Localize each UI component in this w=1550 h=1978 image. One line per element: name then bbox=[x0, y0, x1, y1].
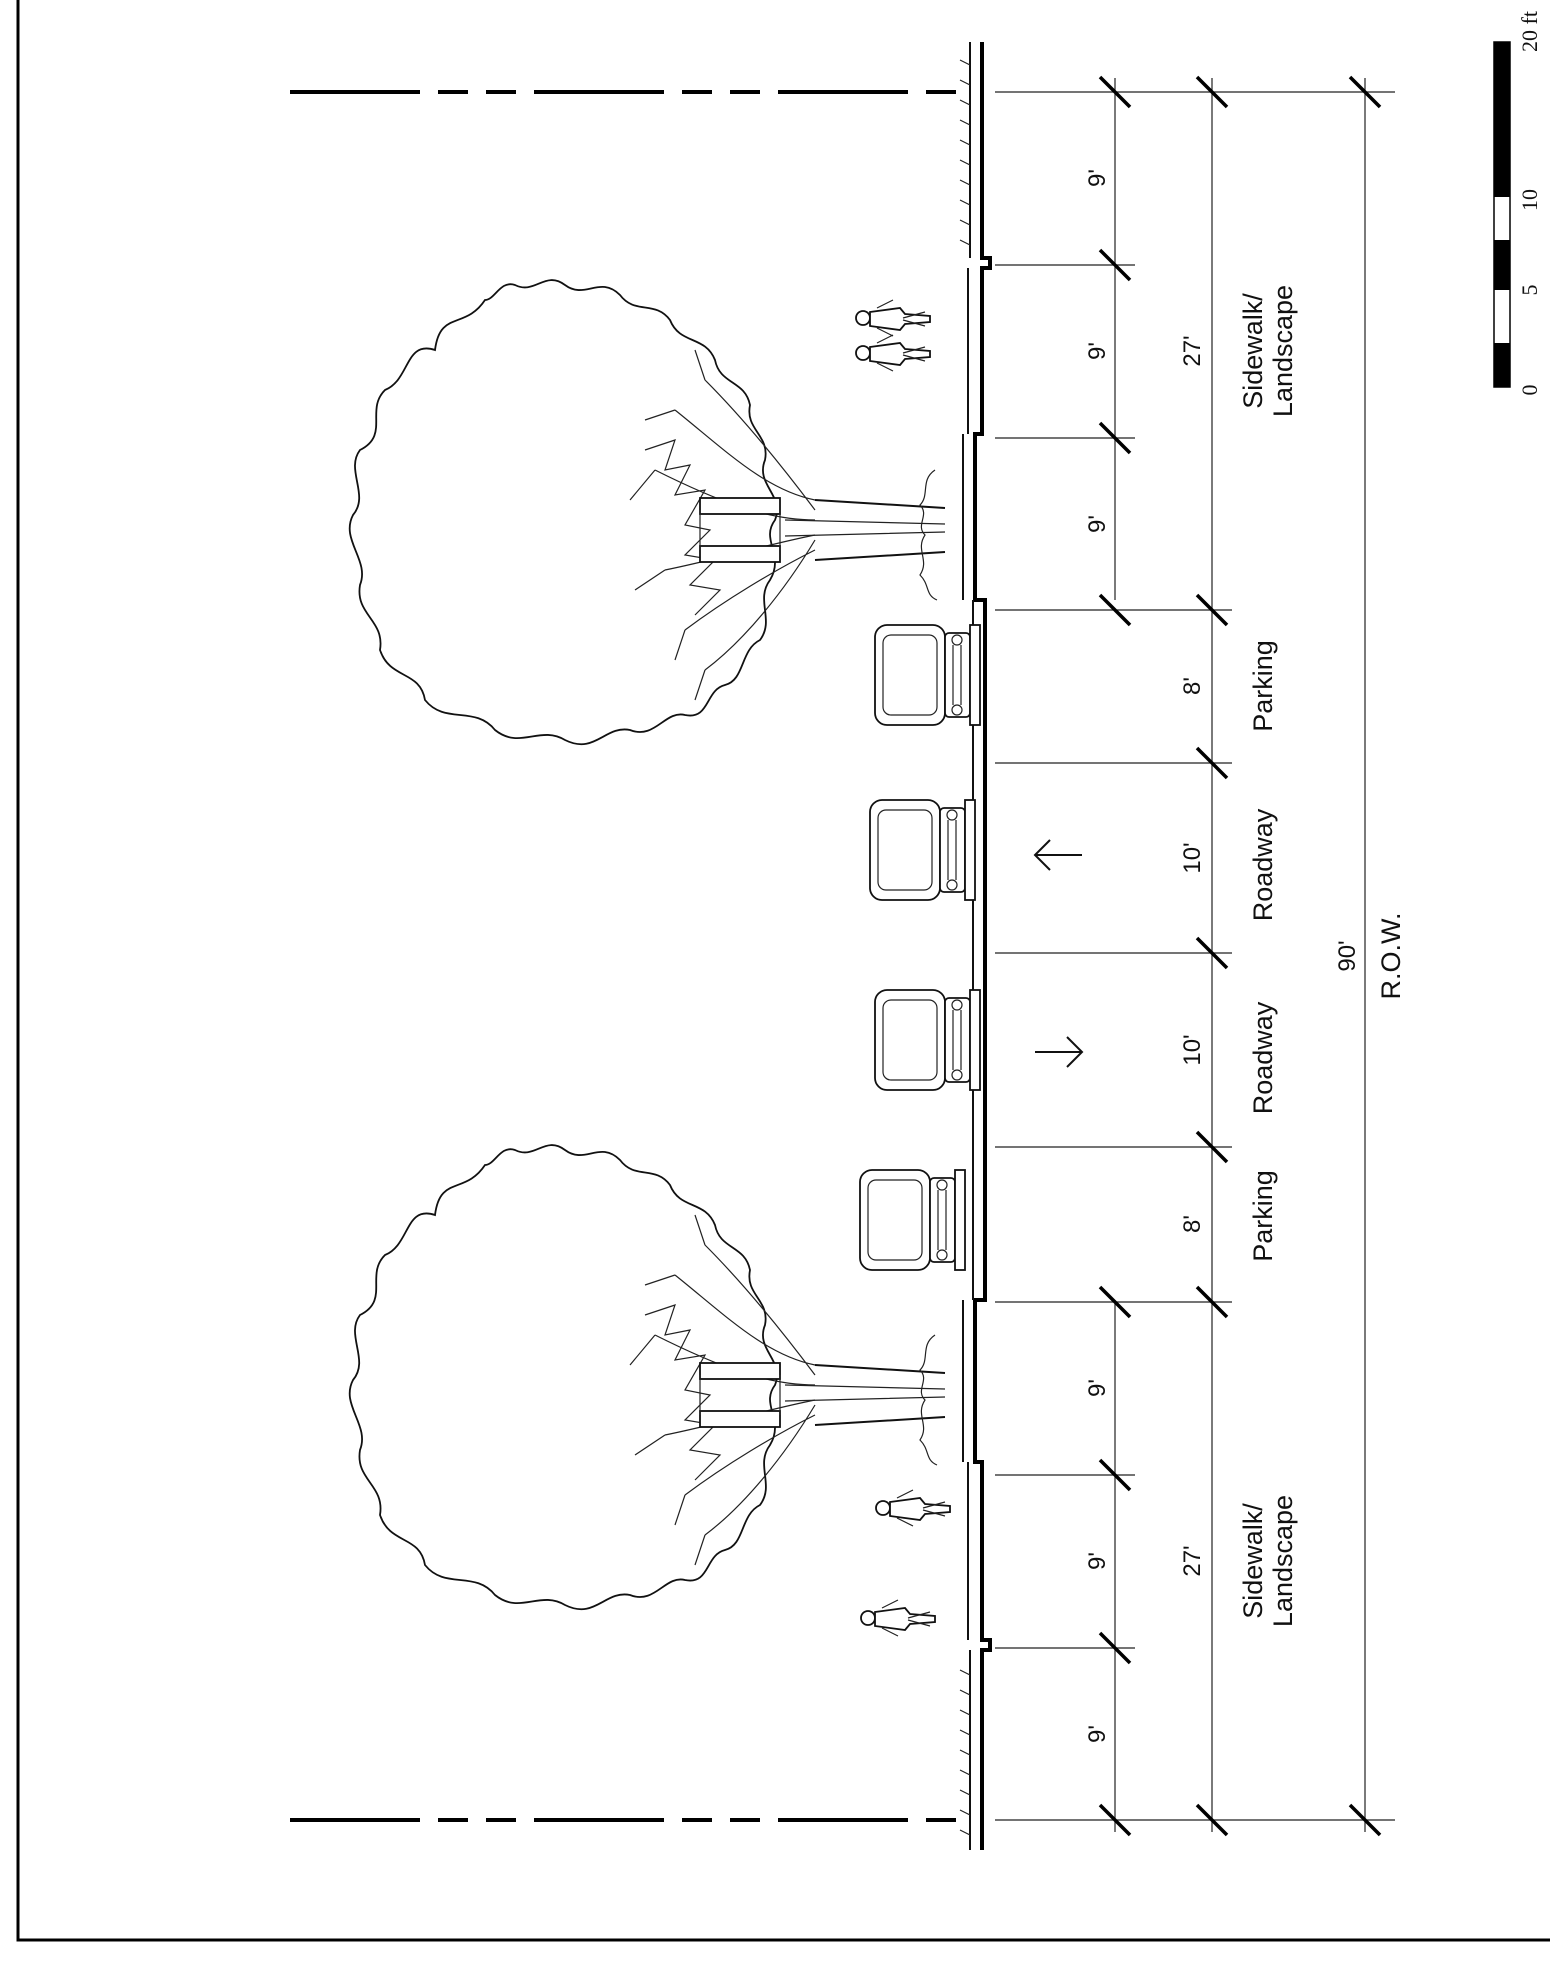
dim-sidewalk-top: 27' bbox=[1179, 335, 1206, 366]
scale-tick-5: 5 bbox=[1517, 285, 1542, 296]
label-roadway-bottom: Roadway bbox=[1248, 1001, 1278, 1114]
dim-roadway-bottom: 10' bbox=[1179, 1034, 1206, 1065]
scale-tick-0: 0 bbox=[1517, 385, 1542, 396]
dim-parking-top: 8' bbox=[1179, 677, 1206, 695]
tree-bottom bbox=[348, 1144, 946, 1611]
pedestrian-3 bbox=[875, 1489, 951, 1527]
car-parked-top bbox=[874, 624, 981, 726]
dim-row: 90' bbox=[1334, 940, 1361, 971]
label-roadway-top: Roadway bbox=[1248, 808, 1278, 921]
car-roadway-top bbox=[869, 799, 976, 901]
dim-parking-bottom: 8' bbox=[1179, 1215, 1206, 1233]
dim-right-outer: 9' bbox=[1084, 1725, 1111, 1743]
dim-left-mid: 9' bbox=[1084, 342, 1111, 360]
car-roadway-bottom bbox=[874, 989, 981, 1091]
label-parking-top: Parking bbox=[1248, 640, 1278, 732]
scale-bar: 0 5 10 20 ft bbox=[1493, 11, 1542, 396]
car-parked-bottom bbox=[859, 1169, 966, 1271]
label-sidewalk-top-2: Landscape bbox=[1268, 285, 1298, 417]
scale-tick-10: 10 bbox=[1517, 189, 1542, 211]
dim-roadway-top: 10' bbox=[1179, 842, 1206, 873]
label-sidewalk-bottom-1: Sidewalk/ bbox=[1238, 1503, 1268, 1619]
pedestrian-2 bbox=[855, 334, 931, 372]
scale-tick-20: 20 ft bbox=[1517, 11, 1542, 52]
dimension-lines bbox=[995, 75, 1395, 1837]
label-sidewalk-top-1: Sidewalk/ bbox=[1238, 293, 1268, 409]
pedestrian-4 bbox=[860, 1599, 936, 1637]
dim-left-outer: 9' bbox=[1084, 169, 1111, 187]
pedestrian-1 bbox=[855, 299, 931, 337]
dim-sidewalk-bottom: 27' bbox=[1179, 1545, 1206, 1576]
ground-profile bbox=[959, 42, 992, 1850]
dim-right-inner: 9' bbox=[1084, 1379, 1111, 1397]
direction-arrow-down bbox=[1035, 1036, 1084, 1068]
label-row: R.O.W. bbox=[1376, 913, 1406, 1000]
tree-top bbox=[348, 279, 946, 746]
sheet-border bbox=[16, 0, 1550, 1942]
label-sidewalk-bottom-2: Landscape bbox=[1268, 1495, 1298, 1627]
dim-right-mid: 9' bbox=[1084, 1552, 1111, 1570]
direction-arrow-up bbox=[1033, 839, 1082, 871]
dim-left-inner: 9' bbox=[1084, 515, 1111, 533]
label-parking-bottom: Parking bbox=[1248, 1170, 1278, 1262]
